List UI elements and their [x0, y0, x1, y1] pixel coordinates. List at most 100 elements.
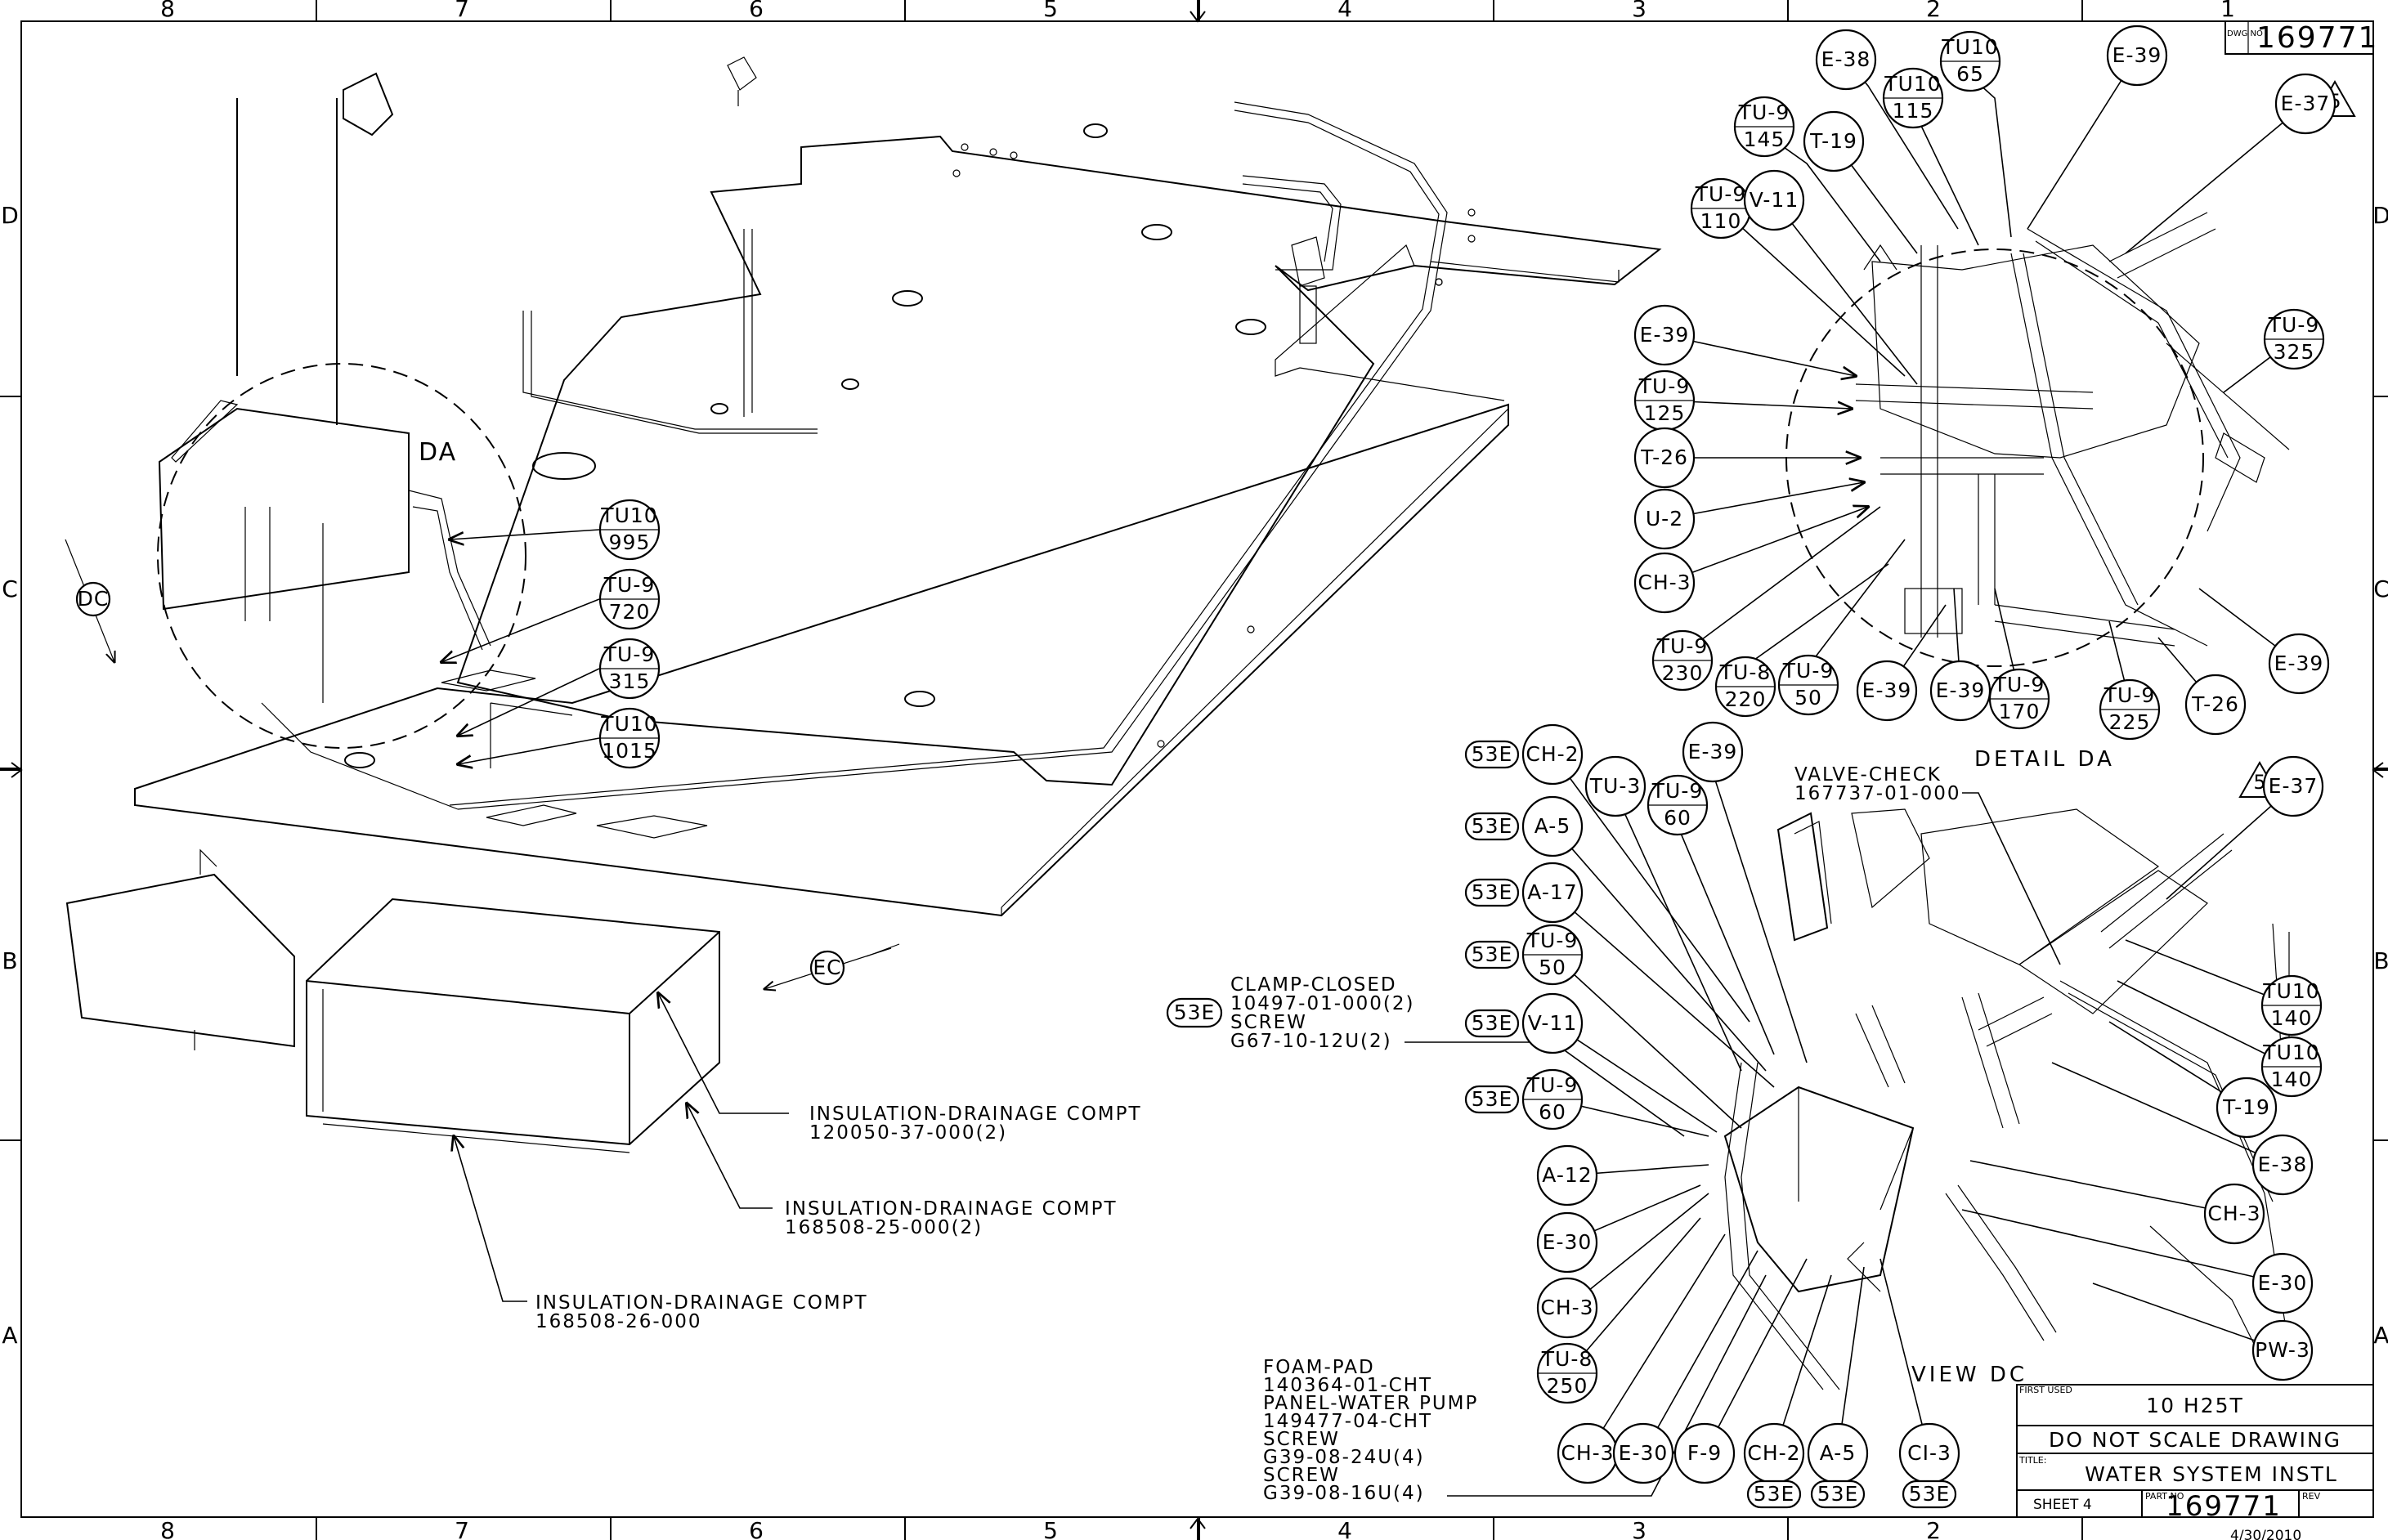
svg-text:53E: 53E [1174, 1001, 1216, 1024]
zone-col-label: 8 [160, 0, 175, 22]
rev-label: REV [2302, 1491, 2321, 1502]
balloon-label: 110 [1700, 209, 1742, 233]
svg-text:10497-01-000(2): 10497-01-000(2) [1230, 993, 1415, 1014]
callout-balloon: CH-3 [1633, 552, 1696, 614]
balloon-label: TU-9 [2268, 313, 2320, 337]
balloon-tag: 53E [1472, 942, 1513, 966]
balloon-label: TU-3 [1589, 774, 1642, 798]
dwg-no: 169771 [2256, 21, 2378, 55]
svg-text:120050-37-000(2): 120050-37-000(2) [809, 1122, 1007, 1144]
callout-balloon: E-30 [1612, 1422, 1674, 1484]
balloons-view-dc: CH-253EA-553EA-1753ETU-95053EV-1153ETU-9… [1464, 721, 2324, 1509]
balloon-label: TU-9 [1656, 634, 1709, 658]
svg-text:EC: EC [813, 956, 841, 979]
balloon-tag: 53E [1472, 1087, 1513, 1111]
svg-text:INSULATION-DRAINAGE COMPT: INSULATION-DRAINAGE COMPT [809, 1104, 1142, 1125]
balloon-label: TU-9 [1526, 929, 1579, 952]
callout-balloon: E-39 [2268, 633, 2330, 695]
title-label: TITLE: [2018, 1455, 2046, 1466]
view-marker-dc: DC [75, 581, 111, 617]
zone-col-label: 3 [1632, 1517, 1647, 1540]
svg-text:INSULATION-DRAINAGE COMPT: INSULATION-DRAINAGE COMPT [785, 1198, 1118, 1220]
zone-col-label: 2 [1926, 0, 1941, 22]
view-dc-title: VIEW DC [1911, 1363, 2027, 1387]
balloon-tag: 53E [1754, 1482, 1795, 1506]
svg-text:VALVE-CHECK: VALVE-CHECK [1794, 764, 1942, 786]
balloon-label: 145 [1744, 128, 1785, 151]
callout-balloon: T-26 [1633, 427, 1696, 489]
callout-balloon: CH-3 [1557, 1422, 1619, 1484]
zone-row-label: B [2373, 947, 2388, 974]
balloon-label: CI-3 [1907, 1441, 1951, 1465]
balloon-label: 1015 [602, 739, 657, 763]
balloon-tag: 53E [1472, 1011, 1513, 1035]
note-foam-pad: FOAM-PAD 140364-01-CHT PANEL-WATER PUMP … [1263, 1357, 1476, 1504]
balloon-label: 230 [1662, 661, 1704, 685]
balloon-label: E-39 [1936, 678, 1986, 702]
balloon-label: 50 [1794, 686, 1822, 710]
balloon-label: TU10 [1941, 35, 1998, 59]
balloon-label: 60 [1664, 806, 1691, 830]
part-no-label: PART NO [2145, 1491, 2184, 1502]
balloon-label: V-11 [1750, 188, 1799, 212]
zone-col-label: 3 [1632, 0, 1647, 22]
zone-row-label: A [2, 1322, 17, 1349]
zone-col-label: 5 [1043, 0, 1058, 22]
balloon-label: 125 [1644, 401, 1686, 425]
callout-balloon: TU-9 50 [1777, 654, 1839, 716]
scale-note: DO NOT SCALE DRAWING [2049, 1428, 2341, 1452]
svg-text:G67-10-12U(2): G67-10-12U(2) [1230, 1031, 1392, 1052]
balloon-label: 65 [1956, 62, 1984, 86]
svg-text:FOAM-PAD: FOAM-PAD [1263, 1357, 1375, 1378]
callout-balloon: CH-3 [1536, 1277, 1598, 1339]
balloon-label: E-30 [2258, 1271, 2308, 1295]
balloon-label: 50 [1539, 956, 1566, 979]
balloon-label: E-39 [2274, 651, 2324, 675]
balloon-label: TU-8 [1719, 660, 1772, 684]
detail-da-title: DETAIL DA [1974, 747, 2115, 772]
balloon-label: T-19 [2222, 1095, 2270, 1119]
balloon-tag: 53E [1472, 880, 1513, 904]
view-labels: DA DETAIL DA VIEW DC DC EC [75, 438, 2115, 1387]
zone-row-label: C [2, 575, 18, 602]
balloon-label: CH-3 [1561, 1441, 1614, 1465]
zone-row-label: D [1, 202, 19, 229]
zone-col-label: 4 [1337, 0, 1352, 22]
balloon-label: TU-9 [1738, 101, 1790, 124]
balloon-label: TU-9 [1782, 659, 1835, 683]
balloon-label: CH-3 [1540, 1296, 1593, 1319]
callout-balloon: PW-3 [2251, 1319, 2314, 1381]
balloon-tag: 53E [1909, 1482, 1951, 1506]
note-valve-check: VALVE-CHECK 167737-01-000 [1794, 764, 1960, 804]
zone-row-label: C [2373, 575, 2388, 602]
zone-col-label: 5 [1043, 1517, 1058, 1540]
callout-balloon: E-38 [2251, 1134, 2314, 1196]
callout-balloon: TU-9 145 [1733, 96, 1795, 158]
balloon-label: CH-3 [1638, 571, 1691, 594]
view-dc [1723, 808, 2290, 1390]
balloon-label: V-11 [1528, 1011, 1577, 1035]
callout-balloon: E-39 [1682, 721, 1744, 783]
balloon-label: TU10 [600, 504, 657, 527]
svg-text:149477-04-CHT: 149477-04-CHT [1263, 1411, 1432, 1432]
balloon-label: 995 [609, 530, 651, 554]
balloon-label: TU-9 [1638, 374, 1691, 398]
balloon-label: T-19 [1809, 129, 1857, 153]
balloon-label: CH-2 [1747, 1441, 1800, 1465]
drawing-number-box: DWG NO 169771 [2224, 20, 2378, 55]
balloon-tag: 53E [1472, 742, 1513, 766]
callout-balloon: V-11 53E [1464, 992, 1584, 1054]
note-insulation-1: INSULATION-DRAINAGE COMPT 120050-37-000(… [809, 1104, 1142, 1144]
balloon-label: TU10 [1884, 72, 1941, 96]
svg-text:SCREW: SCREW [1263, 1429, 1340, 1450]
balloon-label: TU-9 [1993, 673, 2045, 696]
callout-balloon: E-30 [1536, 1211, 1598, 1274]
